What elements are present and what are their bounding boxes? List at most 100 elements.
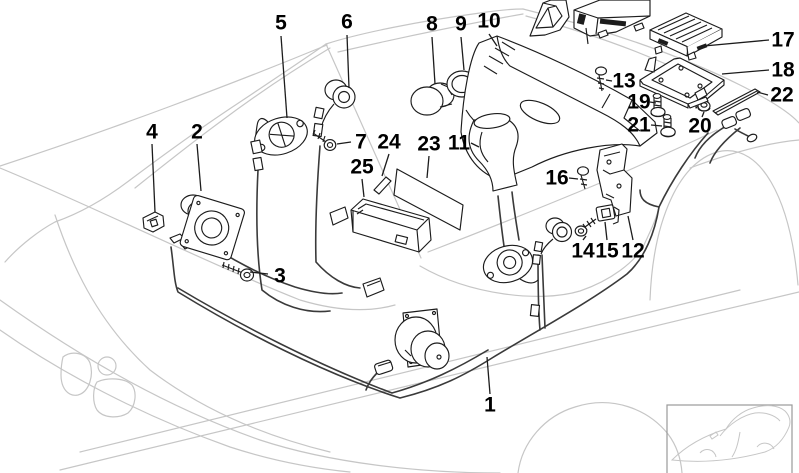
dash-speaker-wire-a bbox=[497, 195, 505, 247]
headlight-inner bbox=[97, 356, 117, 376]
coupe-inset bbox=[666, 404, 793, 473]
callout-leader-19 bbox=[649, 101, 657, 104]
callout-leader-11 bbox=[470, 142, 480, 148]
speaker5-wire bbox=[256, 169, 331, 313]
part-8-speaker-cup bbox=[410, 82, 456, 116]
part-24-spacer-strip bbox=[373, 176, 392, 195]
part-11-air-duct bbox=[468, 113, 519, 192]
callout-leader-13 bbox=[605, 79, 613, 82]
part-16-screw bbox=[576, 166, 590, 190]
callout-leader-24 bbox=[381, 153, 390, 177]
callout-21[interactable]: 21 bbox=[627, 114, 651, 137]
speaker6-wire bbox=[314, 145, 361, 289]
callout-10[interactable]: 10 bbox=[477, 10, 500, 33]
part-12-bracket bbox=[596, 143, 633, 217]
mounting-frame bbox=[529, 0, 570, 37]
tray-end-connector bbox=[329, 206, 349, 226]
antenna-connectors bbox=[721, 107, 758, 143]
kidney-grille bbox=[93, 378, 136, 418]
callout-24[interactable]: 24 bbox=[377, 131, 401, 154]
callout-20[interactable]: 20 bbox=[688, 115, 711, 138]
callout-leader-1 bbox=[486, 356, 491, 395]
rear-branch bbox=[639, 189, 660, 208]
callout-leader-15 bbox=[604, 221, 608, 241]
bumper-line bbox=[0, 299, 501, 473]
rear-wheel-arch bbox=[649, 150, 799, 301]
part-13-screw bbox=[594, 66, 608, 92]
hood-belt-line bbox=[0, 44, 328, 167]
callout-leader-23 bbox=[426, 155, 430, 179]
part-4-clip bbox=[142, 211, 165, 233]
callout-leader-8 bbox=[431, 36, 436, 85]
harness-main-run bbox=[170, 132, 709, 399]
callout-4[interactable]: 4 bbox=[146, 121, 158, 144]
callout-17[interactable]: 17 bbox=[771, 29, 794, 52]
part-15-grommet bbox=[595, 204, 620, 225]
callout-leader-9 bbox=[460, 36, 465, 71]
callout-6[interactable]: 6 bbox=[341, 11, 353, 34]
part-5-mid-speaker bbox=[250, 116, 308, 172]
front-connector bbox=[374, 359, 394, 375]
windshield-top-inner-line bbox=[337, 13, 524, 53]
part-25-storage-tray bbox=[350, 198, 432, 253]
part-7-screw bbox=[312, 129, 337, 151]
coupe-outline bbox=[670, 405, 791, 462]
callout-leader-25 bbox=[361, 178, 365, 198]
a-pillar-line bbox=[4, 43, 327, 263]
callout-7[interactable]: 7 bbox=[355, 131, 367, 154]
a-pillar-inner-line bbox=[134, 47, 331, 189]
bumper-lower-line bbox=[0, 329, 351, 473]
callout-14[interactable]: 14 bbox=[571, 240, 595, 263]
dash-speaker-wire-b bbox=[511, 191, 520, 241]
hood-cut-line bbox=[54, 214, 331, 453]
inline-connector bbox=[362, 277, 385, 298]
windshield-top-line bbox=[325, 8, 524, 45]
part-2-tweeter-plate-speaker bbox=[179, 194, 246, 261]
rear-speaker-wire-b bbox=[541, 254, 546, 329]
part-21-bolt bbox=[660, 114, 676, 138]
callout-leader-16 bbox=[568, 177, 579, 180]
door-bottom-line bbox=[419, 206, 660, 297]
rear-quarter-line bbox=[689, 139, 799, 169]
callout-18[interactable]: 18 bbox=[771, 59, 795, 82]
part-14-screw bbox=[574, 217, 597, 237]
coupe-inset-box bbox=[666, 404, 793, 473]
callout-leader-4 bbox=[151, 143, 156, 213]
callout-leader-7 bbox=[336, 141, 352, 145]
callout-9[interactable]: 9 bbox=[455, 13, 467, 36]
radio-unit bbox=[573, 0, 651, 45]
callout-8[interactable]: 8 bbox=[426, 13, 438, 36]
callout-leader-22 bbox=[756, 91, 769, 96]
callout-13[interactable]: 13 bbox=[612, 70, 635, 93]
rear-speaker-wire-a bbox=[537, 254, 541, 331]
callout-11[interactable]: 11 bbox=[448, 132, 471, 155]
callout-1[interactable]: 1 bbox=[484, 394, 496, 417]
callout-22[interactable]: 22 bbox=[770, 84, 793, 107]
callout-leader-12 bbox=[627, 215, 634, 241]
callout-5[interactable]: 5 bbox=[275, 12, 287, 35]
harness-inner-run bbox=[177, 287, 489, 394]
callout-15[interactable]: 15 bbox=[595, 240, 619, 263]
antenna-lead-c bbox=[734, 128, 749, 137]
callout-23[interactable]: 23 bbox=[417, 133, 440, 156]
callout-25[interactable]: 25 bbox=[350, 156, 374, 179]
callout-12[interactable]: 12 bbox=[621, 240, 644, 263]
callout-2[interactable]: 2 bbox=[191, 121, 203, 144]
callout-leader-3 bbox=[249, 271, 269, 275]
part-23-gasket-panel bbox=[393, 168, 464, 231]
callout-19[interactable]: 19 bbox=[627, 91, 650, 114]
callout-leader-20 bbox=[701, 111, 705, 118]
callout-leader-18 bbox=[721, 69, 770, 75]
callout-leader-17 bbox=[703, 39, 770, 47]
callout-16[interactable]: 16 bbox=[545, 167, 568, 190]
part-3-screw bbox=[221, 261, 255, 282]
part-22-trim-strip bbox=[687, 88, 761, 116]
antenna-lead-b bbox=[709, 127, 741, 164]
rear-tweeter bbox=[529, 217, 573, 317]
callout-3[interactable]: 3 bbox=[274, 265, 286, 288]
rear-speaker-flange bbox=[482, 244, 539, 284]
callout-leader-5 bbox=[280, 35, 288, 119]
